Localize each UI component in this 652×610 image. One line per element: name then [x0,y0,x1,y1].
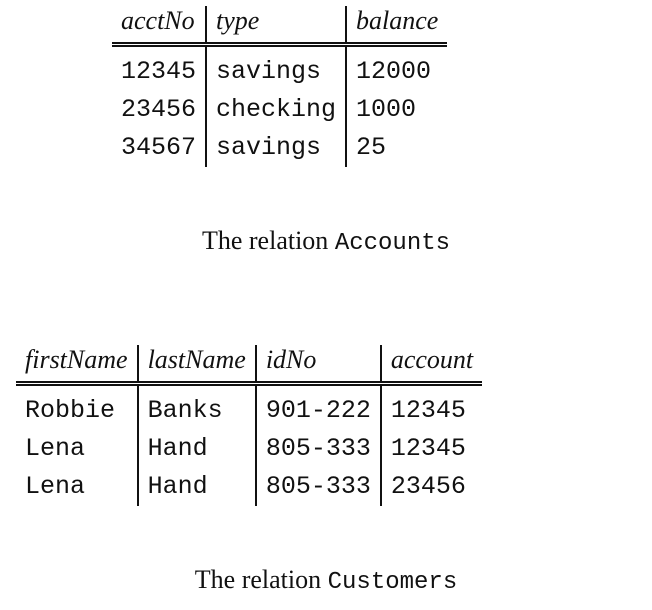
table-cell: Hand [136,468,256,506]
caption-text: The relation [201,226,329,255]
table-header-row: firstName lastName idNo account [16,345,483,386]
table-cell: 805-333 [254,430,381,468]
table-cell: 23456 [121,95,197,124]
column-header-balance: balance [345,6,448,47]
table-cell: 34567 [121,133,197,162]
customers-table: firstName lastName idNo account Robbie B… [16,345,483,506]
table-cell: Lena [25,472,86,501]
table-cell: 805-333 [254,468,381,506]
column-header-firstname: firstName [16,345,138,386]
table-cell: Lena [25,434,86,463]
table-cell: checking [205,91,347,129]
table-row: 23456 checking 1000 [112,91,448,129]
table-cell: Hand [136,430,256,468]
column-header-type: type [205,6,347,47]
customers-caption: The relation Customers [0,565,652,596]
table-cell: 25 [345,129,448,167]
table-row: Lena Hand 805-333 12345 [16,430,483,468]
table-cell: Robbie [25,396,116,425]
table-row: 34567 savings 25 [112,129,448,167]
table-header-row: acctNo type balance [112,6,448,47]
caption-text: The relation [194,565,322,594]
column-header-acctno: acctNo [112,6,207,47]
accounts-table: acctNo type balance 12345 savings 12000 … [112,6,448,167]
table-cell: 12345 [379,383,483,430]
column-header-account: account [379,345,483,386]
relation-name: Customers [327,569,458,596]
table-row: Robbie Banks 901-222 12345 [16,383,483,430]
table-cell: 12345 [121,57,197,86]
table-cell: 1000 [345,91,448,129]
table-cell: savings [205,44,347,91]
table-row: 12345 savings 12000 [112,44,448,91]
table-cell: savings [205,129,347,167]
table-cell: 12345 [379,430,483,468]
table-cell: Banks [136,383,256,430]
column-header-lastname: lastName [136,345,256,386]
relation-name: Accounts [334,230,451,257]
table-cell: 901-222 [254,383,381,430]
accounts-caption: The relation Accounts [0,226,652,257]
table-cell: 12000 [345,44,448,91]
column-header-idno: idNo [254,345,381,386]
table-row: Lena Hand 805-333 23456 [16,468,483,506]
table-cell: 23456 [379,468,483,506]
